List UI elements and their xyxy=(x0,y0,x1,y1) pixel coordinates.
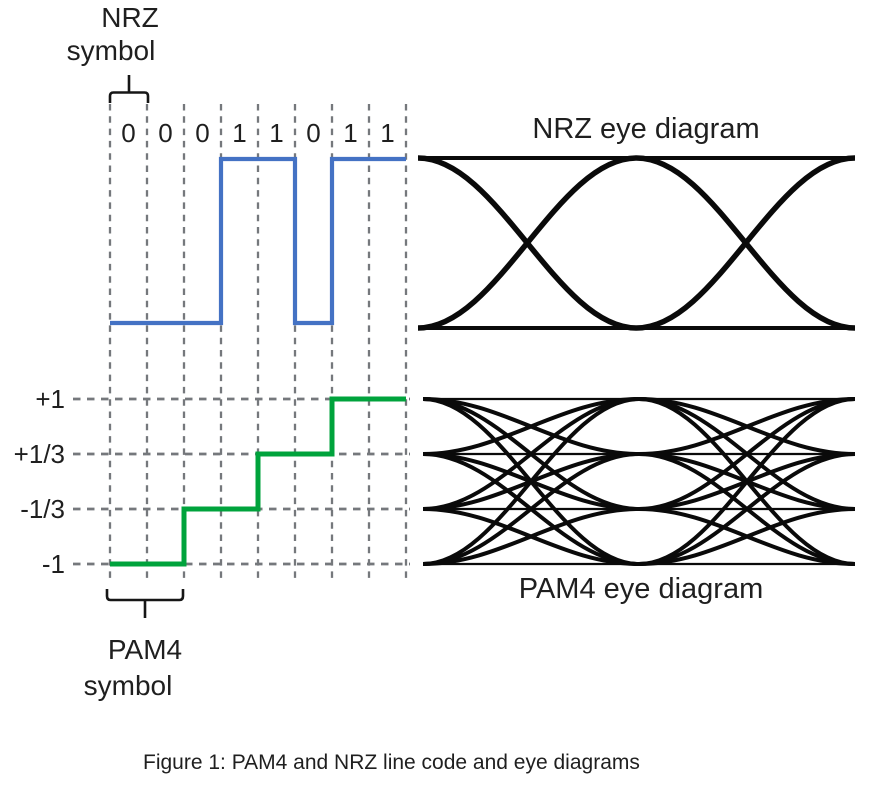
nrz-eye-diagram xyxy=(417,155,856,331)
bit-label: 0 xyxy=(306,118,321,148)
nrz-symbol-brace xyxy=(108,75,150,103)
figure-caption: Figure 1: PAM4 and NRZ line code and eye… xyxy=(143,751,640,774)
pam4-symbol-label-line1: PAM4 xyxy=(107,634,183,665)
bit-label: 0 xyxy=(195,118,210,148)
pam4-eye-diagram xyxy=(422,397,856,566)
bit-label: 1 xyxy=(232,118,247,148)
pam4-level-label: -1 xyxy=(41,549,65,579)
nrz-waveform xyxy=(110,156,406,326)
nrz-symbol-label-line2: symbol xyxy=(66,35,156,66)
bit-label: 0 xyxy=(121,118,136,148)
bit-label: 1 xyxy=(269,118,284,148)
pam4-symbol-label-line2: symbol xyxy=(83,670,173,701)
bit-label: 1 xyxy=(343,118,358,148)
pam4-level-label: -1/3 xyxy=(20,494,65,524)
pam4-level-label: +1 xyxy=(35,384,65,414)
pam4-eye-title: PAM4 eye diagram xyxy=(518,573,764,605)
bit-label: 0 xyxy=(158,118,173,148)
nrz-symbol-label-line1: NRZ xyxy=(101,2,159,33)
bit-label: 1 xyxy=(380,118,395,148)
nrz-eye-title: NRZ eye diagram xyxy=(532,113,760,145)
pam4-level-label: +1/3 xyxy=(13,439,65,469)
pam4-waveform xyxy=(110,396,406,567)
pam4-symbol-brace xyxy=(105,589,185,618)
